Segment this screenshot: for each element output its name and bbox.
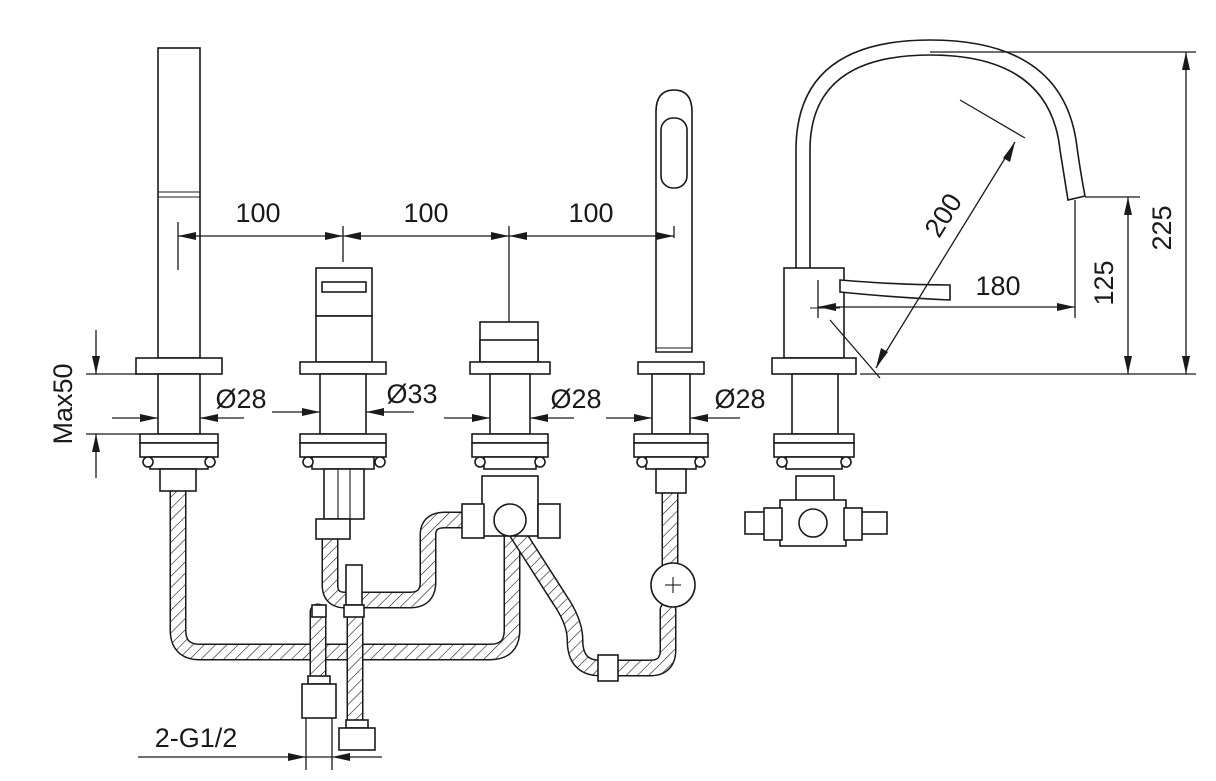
handshower-holder-left [135,47,223,492]
hoses [169,481,888,744]
spacing-label-3: 100 [568,198,613,228]
inlet-thread-label: 2-G1/2 [155,723,238,753]
hole-diameter-label-1: Ø28 [215,384,266,414]
hole-diameter-label-2: Ø33 [386,379,437,409]
spout-total-height-label: 225 [1147,205,1177,250]
handshower [597,89,709,682]
dimension-lines [86,51,1196,770]
dimension-labels: 100 100 100 Ø28 Ø33 Ø28 Ø28 Max50 2-G1/2… [48,188,1177,753]
diverter-valve [461,321,561,539]
max-thickness-label: Max50 [48,363,78,444]
hole-diameter-label-4: Ø28 [714,384,765,414]
hole-diameter-label-3: Ø28 [550,384,601,414]
spacing-label-1: 100 [235,198,280,228]
spout-outlet-height-label: 125 [1089,260,1119,305]
mixer-valve [299,267,387,751]
bath-spout [763,39,1086,547]
spout-diagonal-label: 200 [919,188,968,242]
spout-reach-label: 180 [975,271,1020,301]
spacing-label-2: 100 [403,198,448,228]
